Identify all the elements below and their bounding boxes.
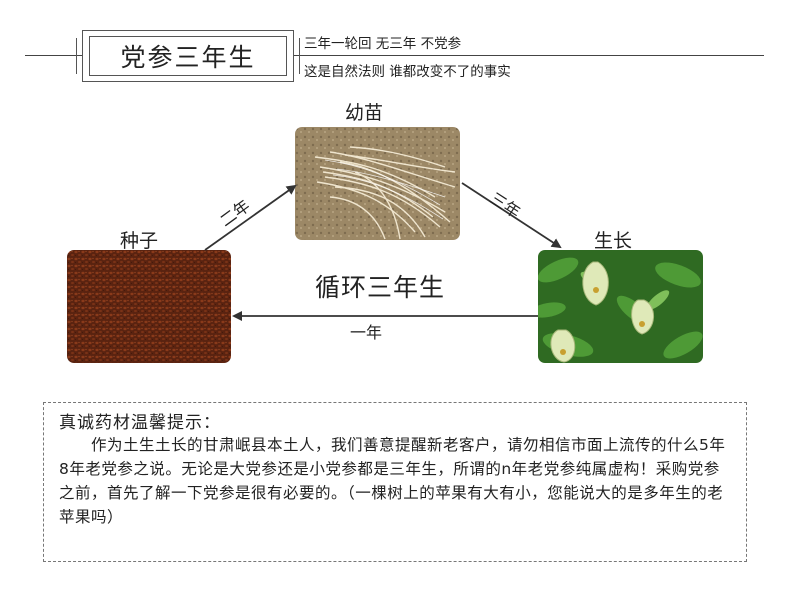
tips-body: 作为土生土长的甘肃岷县本土人，我们善意提醒新老客户，请勿相信市面上流传的什么5年… bbox=[59, 436, 726, 526]
arrow-seed-to-seedling bbox=[204, 184, 297, 251]
growth-image bbox=[538, 250, 703, 363]
title-bracket-left bbox=[76, 38, 77, 74]
arrow-seedling-to-growth bbox=[461, 182, 562, 249]
title-box: 党参三年生 bbox=[82, 30, 294, 82]
seed-label: 种子 bbox=[120, 230, 159, 252]
header-rule-left bbox=[25, 55, 82, 56]
page-title: 党参三年生 bbox=[89, 36, 287, 76]
tips-box: 真诚药材温馨提示： 作为土生土长的甘肃岷县本土人，我们善意提醒新老客户，请勿相信… bbox=[43, 402, 747, 562]
cycle-center-label: 循环三年生 bbox=[315, 273, 446, 302]
growth-label: 生长 bbox=[594, 230, 633, 252]
seed-image bbox=[67, 250, 231, 363]
tips-title: 真诚药材温馨提示： bbox=[59, 413, 221, 433]
header-rule-right bbox=[294, 55, 764, 56]
seedling-label: 幼苗 bbox=[345, 102, 384, 124]
title-bracket-right bbox=[299, 38, 300, 74]
seedling-image bbox=[295, 127, 460, 240]
subtitle-line-2: 这是自然法则 谁都改变不了的事实 bbox=[304, 64, 511, 80]
subtitle-line-1: 三年一轮回 无三年 不党参 bbox=[304, 36, 462, 52]
arrow-label-one-year: 一年 bbox=[350, 323, 383, 342]
